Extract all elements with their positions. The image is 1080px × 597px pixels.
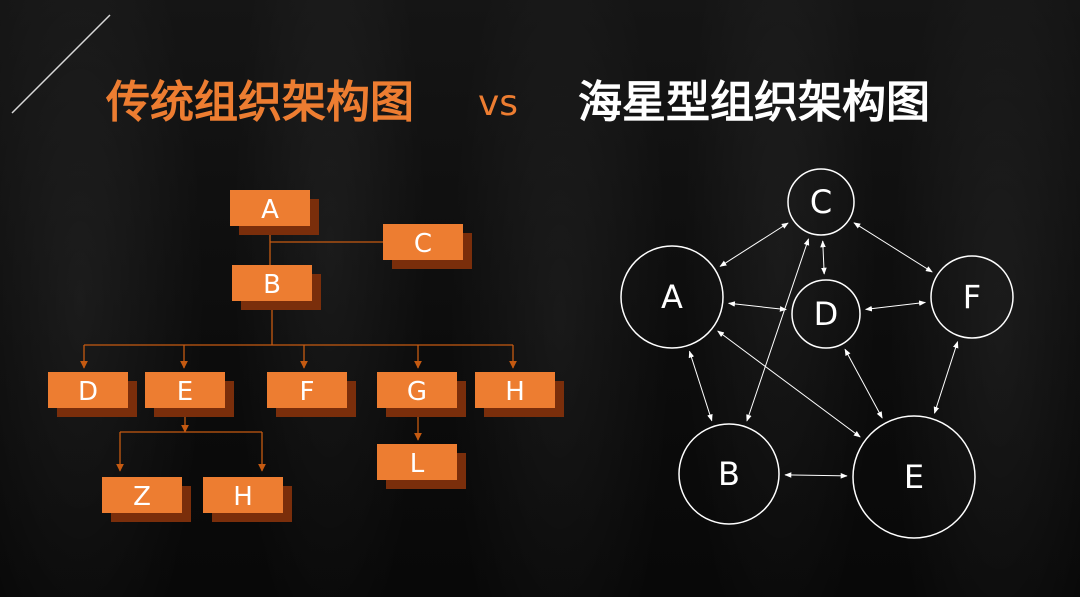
- link-a-d: [728, 301, 787, 312]
- org-box-label: E: [177, 377, 193, 407]
- link-c-b: [746, 238, 810, 422]
- star-node-label: B: [718, 455, 740, 493]
- link-d-e: [844, 348, 883, 419]
- starfish-org-chart: A B C D E F: [620, 168, 1014, 539]
- org-box-f: F: [267, 372, 356, 417]
- star-node-circle: [852, 415, 976, 539]
- org-box-label: F: [300, 377, 315, 407]
- link-a-e: [717, 330, 861, 438]
- star-node-e: E: [852, 415, 976, 539]
- org-box-label: C: [414, 229, 432, 259]
- org-box-fill: [48, 372, 128, 408]
- org-box-fill: [230, 190, 310, 226]
- org-box-fill: [145, 372, 225, 408]
- decorative-diagonal-line: [11, 14, 111, 114]
- starfish-connectors: [688, 222, 959, 479]
- star-node-label: D: [814, 295, 839, 333]
- org-box-label: L: [410, 449, 425, 479]
- star-node-label: F: [963, 278, 981, 316]
- star-node-circle: [787, 168, 855, 236]
- star-node-circle: [678, 423, 780, 525]
- traditional-title: 传统组织架构图: [105, 77, 414, 128]
- org-box-label: D: [78, 377, 98, 407]
- link-a-b: [688, 350, 713, 422]
- org-box-a: A: [230, 190, 319, 235]
- star-node-label: A: [661, 278, 683, 316]
- star-node-circle: [791, 279, 861, 349]
- org-box-label: Z: [133, 482, 151, 512]
- org-box-fill: [377, 444, 457, 480]
- star-node-circle: [930, 255, 1014, 339]
- org-box-e: E: [145, 372, 234, 417]
- org-box-d: D: [48, 372, 137, 417]
- org-box-fill: [475, 372, 555, 408]
- star-node-b: B: [678, 423, 780, 525]
- org-box-g: G: [377, 372, 466, 417]
- org-box-c: C: [383, 224, 472, 269]
- link-d-f: [865, 300, 926, 312]
- link-b-e: [784, 472, 848, 479]
- traditional-org-chart: A C B D E F G H Z H L: [48, 190, 564, 522]
- link-c-d: [820, 240, 827, 275]
- org-box-fill: [203, 477, 283, 513]
- org-box-h2: H: [203, 477, 292, 522]
- org-box-fill: [377, 372, 457, 408]
- star-node-circle: [620, 245, 724, 349]
- org-box-fill: [102, 477, 182, 513]
- org-box-fill: [232, 265, 312, 301]
- link-f-e: [933, 341, 959, 414]
- org-box-z: Z: [102, 477, 191, 522]
- org-box-b: B: [232, 265, 321, 310]
- star-node-label: E: [904, 458, 924, 496]
- star-node-f: F: [930, 255, 1014, 339]
- link-c-f: [853, 222, 933, 273]
- star-node-d: D: [791, 279, 861, 349]
- org-box-label: H: [505, 377, 525, 407]
- org-box-label: A: [261, 195, 279, 225]
- star-node-a: A: [620, 245, 724, 349]
- org-box-h1: H: [475, 372, 564, 417]
- star-node-c: C: [787, 168, 855, 236]
- org-box-label: B: [263, 270, 281, 300]
- org-box-label: H: [233, 482, 253, 512]
- org-box-label: G: [407, 377, 427, 407]
- traditional-connectors: [80, 226, 517, 472]
- link-a-c: [719, 222, 789, 267]
- star-node-label: C: [810, 183, 832, 221]
- starfish-title: 海星型组织架构图: [578, 77, 930, 128]
- org-box-l: L: [377, 444, 466, 489]
- vs-label: vs: [478, 83, 518, 124]
- org-box-fill: [267, 372, 347, 408]
- org-box-fill: [383, 224, 463, 260]
